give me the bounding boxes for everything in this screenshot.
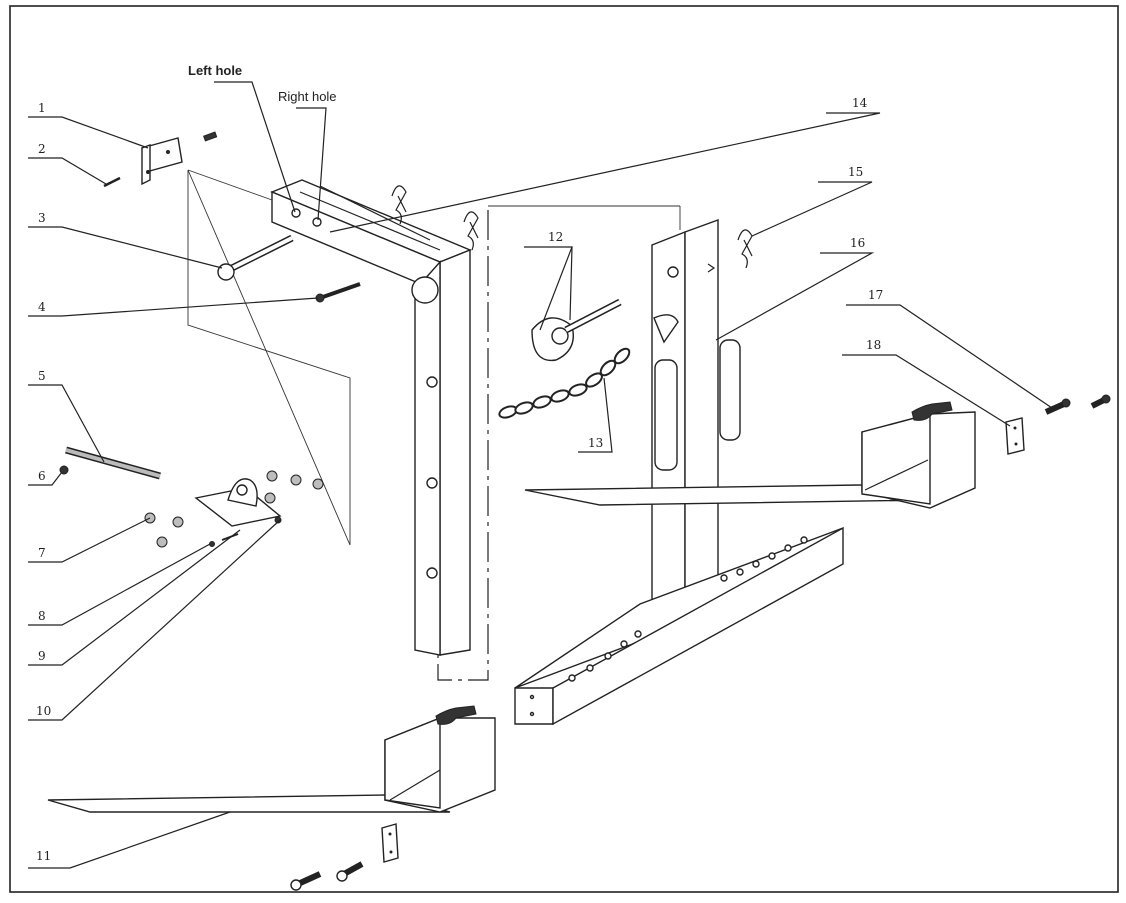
label-left-hole: Left hole [188,63,242,78]
callout-9: 9 [38,649,46,663]
callout-8: 8 [38,609,46,623]
part-17-bolts [1044,394,1111,415]
leader-lines [28,81,1053,869]
callout-17: 17 [868,288,883,302]
r-pin-2 [463,211,479,251]
upright-bracket [270,179,472,656]
cross-beam [514,526,844,726]
callout-7: 7 [38,546,46,560]
label-right-hole: Right hole [278,89,337,104]
part-13-chain [498,347,631,419]
r-pin-3 [737,229,753,269]
callout-6: 6 [38,469,46,483]
callout-1: 1 [38,101,46,115]
callout-3: 3 [38,211,46,225]
r-pin-1 [391,185,407,225]
hitch-plate [144,470,324,548]
right-fork [524,401,976,509]
left-fork [47,705,496,863]
part-5-shaft [59,446,161,480]
callout-14: 14 [852,96,868,110]
part-18-plate [1005,417,1025,455]
part-2-pin [103,176,121,188]
alignment-dash-line [437,210,489,681]
back-plate [187,169,351,546]
callout-12: 12 [548,230,563,244]
callout-4: 4 [38,300,46,314]
part-12-lynch-pin [531,298,622,362]
callout-15: 15 [848,165,863,179]
bottom-bolts [290,861,364,891]
part-3-pin [217,234,294,281]
part-1-bracket [141,131,218,186]
callout-5: 5 [38,369,46,383]
main-frame [651,219,741,647]
callout-13: 13 [588,436,603,450]
callout-18: 18 [866,338,881,352]
callout-2: 2 [38,142,46,156]
callout-16: 16 [850,236,865,250]
callout-10: 10 [36,704,51,718]
callout-11: 11 [36,849,51,863]
